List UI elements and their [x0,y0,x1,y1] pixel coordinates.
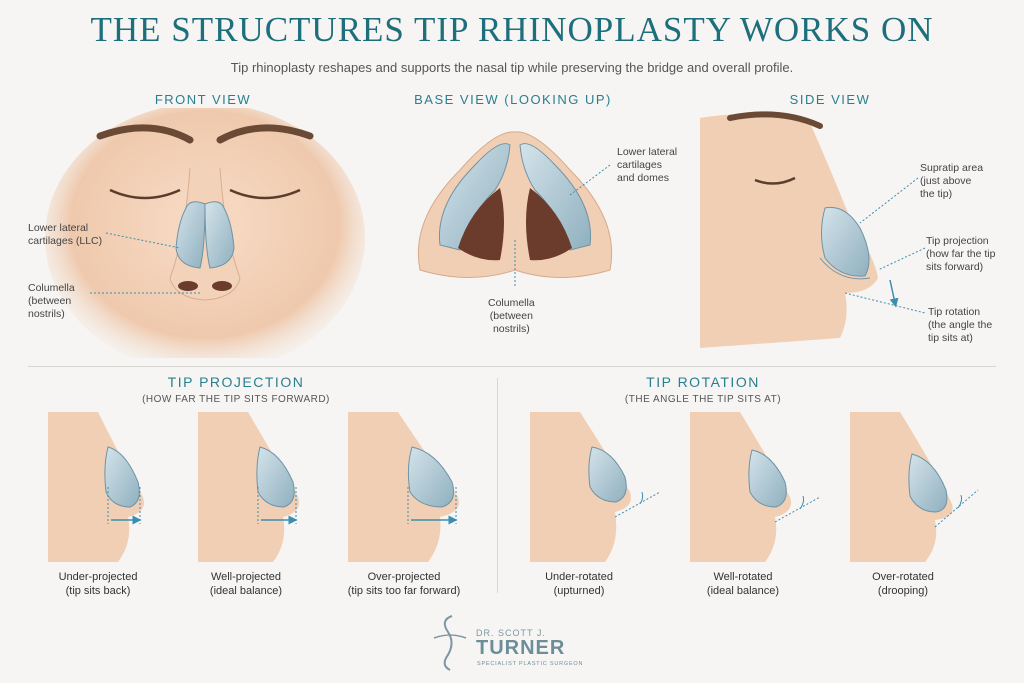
projection-caption-well: Well-projected (ideal balance) [209,571,283,597]
projection-section-title: TIP PROJECTION [167,374,305,390]
rotation-profile-under [530,412,661,562]
base-view-illustration [417,131,613,288]
projection-illustrations [48,412,459,562]
rotation-profile-over [850,412,979,562]
projection-profile-over [348,412,459,562]
rotation-caption-well: Well-rotated (ideal balance) [706,571,780,597]
front-columella-label: Columella (between nostrils) [28,282,75,320]
logo-mark-icon [433,615,467,671]
rotation-caption-over: Over-rotated (drooping) [872,571,934,597]
logo-line1: DR. SCOTT J. [476,628,546,638]
front-llc-label: Lower lateral cartilages (LLC) [28,222,103,247]
base-columella-label: Columella (between nostrils) [488,297,535,335]
logo-line3: SPECIALIST PLASTIC SURGEON [477,661,584,667]
rotation-section-subtitle: (THE ANGLE THE TIP SITS AT) [624,394,782,405]
base-view-title: BASE VIEW (LOOKING UP) [414,92,612,107]
logo-line2: TURNER [476,637,566,659]
side-projection-label: Tip projection (how far the tip sits for… [926,235,996,273]
rotation-profile-well [690,412,821,562]
section-divider [28,366,996,367]
projection-caption-under: Under-projected (tip sits back) [58,571,138,597]
page-subtitle: Tip rhinoplasty reshapes and supports th… [230,60,794,75]
side-supratip-label: Supratip area (just above the tip) [920,162,984,200]
projection-caption-over: Over-projected (tip sits too far forward… [347,571,461,597]
page-title: THE STRUCTURES TIP RHINOPLASTY WORKS ON [90,10,934,49]
front-view-title: FRONT VIEW [154,92,252,107]
rotation-caption-under: Under-rotated (upturned) [545,571,613,597]
side-view-title: SIDE VIEW [789,92,871,107]
side-view-illustration [700,111,926,348]
base-llc-domes-label: Lower lateral cartilages and domes [617,146,678,184]
projection-profile-well [198,412,299,562]
side-rotation-label: Tip rotation (the angle the tip sits at) [928,306,993,344]
front-view-illustration [45,108,365,358]
projection-profile-under [48,412,144,562]
rotation-section-title: TIP ROTATION [646,374,760,390]
rotation-illustrations [530,412,979,562]
projection-section-subtitle: (HOW FAR THE TIP SITS FORWARD) [142,394,330,405]
column-divider [497,378,498,593]
